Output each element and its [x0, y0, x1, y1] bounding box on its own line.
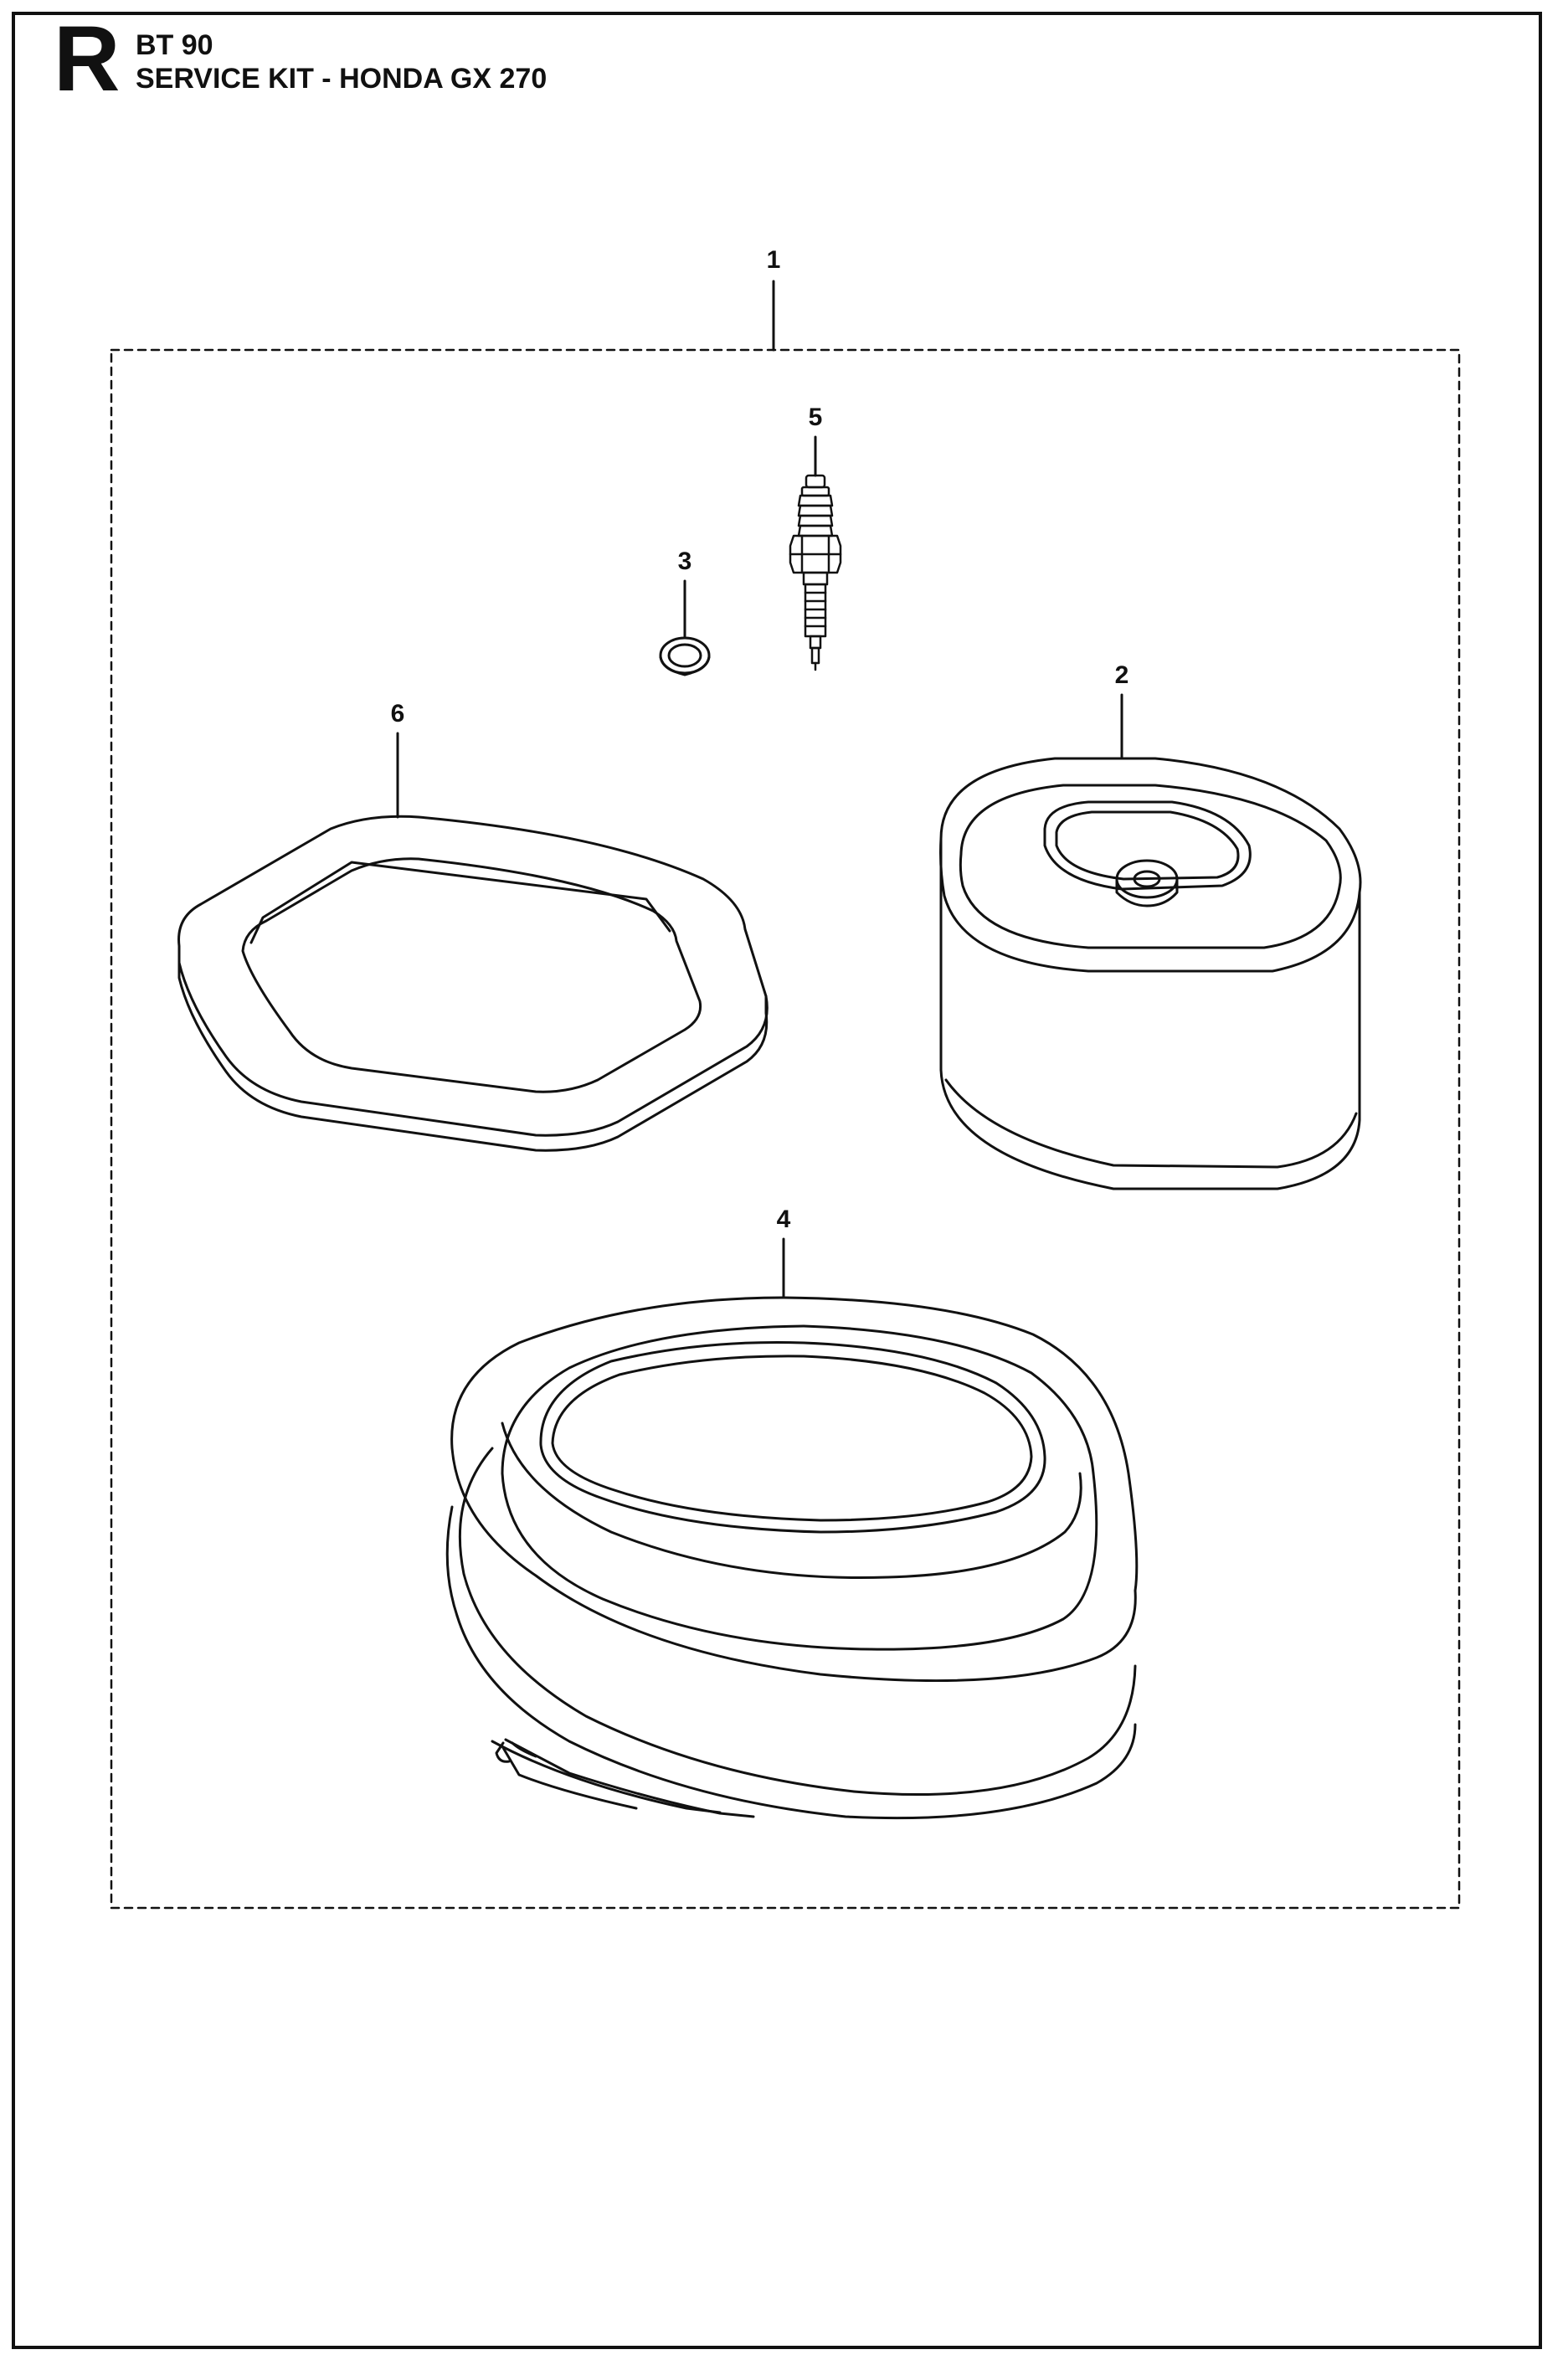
- callout-2: 2: [1115, 661, 1129, 689]
- washer-drawing: [659, 636, 711, 676]
- spark-plug-drawing: [789, 474, 842, 671]
- callout-3: 3: [678, 548, 692, 575]
- page-frame: [12, 12, 1542, 2349]
- gasket-drawing: [177, 815, 769, 1152]
- kit-boundary: [110, 348, 1461, 1910]
- callout-4: 4: [777, 1206, 791, 1233]
- title-block: BT 90 SERVICE KIT - HONDA GX 270: [136, 28, 547, 95]
- callout-5: 5: [809, 404, 823, 431]
- air-filter-drawing: [939, 757, 1362, 1190]
- section-letter: R: [54, 8, 120, 111]
- hose-coil-drawing: [445, 1296, 1139, 1820]
- callout-1: 1: [767, 246, 781, 274]
- model-name: BT 90: [136, 29, 213, 61]
- page-title: SERVICE KIT - HONDA GX 270: [136, 63, 548, 95]
- callout-6: 6: [391, 700, 405, 727]
